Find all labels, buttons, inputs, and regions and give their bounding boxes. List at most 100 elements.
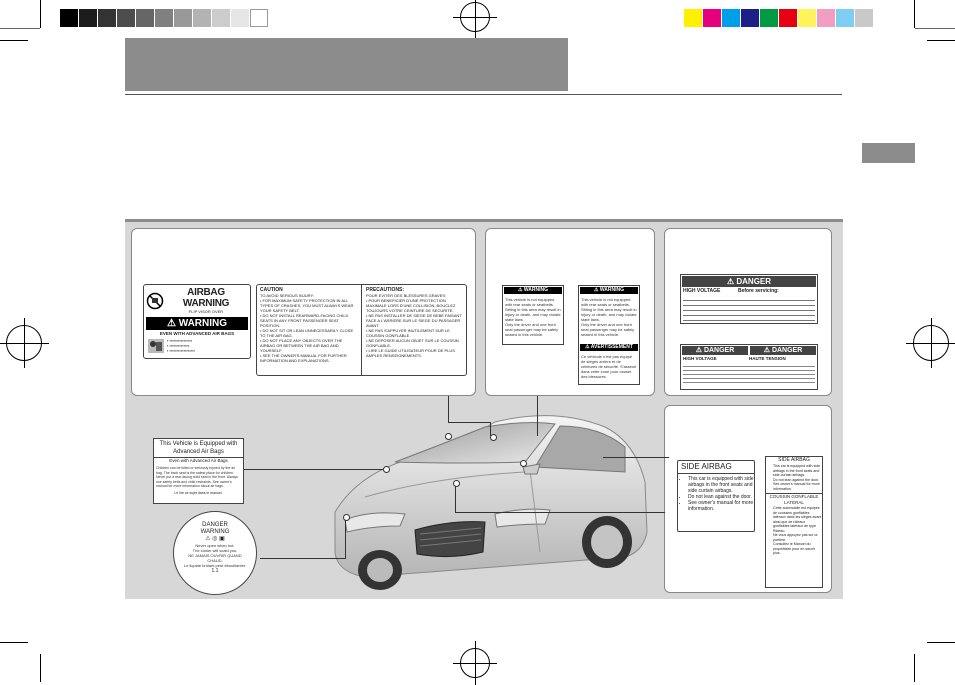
precaution-heading: PRECAUTIONS: xyxy=(366,287,405,293)
haute-tension-text: HAUTE TENSION xyxy=(749,356,786,361)
callout-line xyxy=(243,469,383,470)
color-swatch xyxy=(155,9,173,27)
callout-line xyxy=(260,558,346,559)
avertissement-body: Ce véhicule n'est pas équipé de sièges a… xyxy=(581,354,637,379)
no-child-seat-icon xyxy=(146,292,164,309)
color-swatch xyxy=(117,9,135,27)
crop-mark xyxy=(40,0,41,28)
side-airbag-item: See owner's manual for more information. xyxy=(688,500,754,512)
side-airbag-bilingual-label: SIDE AIRBAG This car is equipped with si… xyxy=(765,456,823,588)
label-location-marker xyxy=(445,433,452,440)
side-airbag-item: See owner's manual for more information. xyxy=(773,482,822,491)
registration-mark xyxy=(453,641,497,685)
radiator-cap-number: 1.1 xyxy=(211,568,219,574)
crop-mark xyxy=(927,642,955,643)
color-swatch xyxy=(684,9,702,27)
label-locations-illustration: AIRBAG WARNING FLIP VISOR OVER ⚠ WARNING… xyxy=(125,219,843,599)
label-location-marker xyxy=(520,460,527,467)
warning-header: ⚠ WARNING xyxy=(146,317,248,330)
label-location-marker xyxy=(343,514,350,521)
registration-mark xyxy=(906,318,955,368)
side-airbag-labels-panel: SIDE AIRBAG This car is equipped with si… xyxy=(664,405,832,593)
danger-word: DANGER xyxy=(736,277,772,286)
color-swatch xyxy=(60,9,78,27)
advanced-airbags-body: Children can be killed or seriously inju… xyxy=(156,466,238,488)
color-swatch xyxy=(779,9,797,27)
radiator-cap-label: DANGER WARNING ⚠ ◎ ▣ Never open when hot… xyxy=(173,511,257,595)
advanced-airbags-sub: Even with Advanced Air Bags xyxy=(169,458,228,463)
color-swatch xyxy=(79,9,97,27)
warning-word: WARNING xyxy=(200,529,230,535)
no-rear-seat-warning-label: ⚠ WARNING This vehicle is not equipped w… xyxy=(502,285,564,345)
color-swatch xyxy=(212,9,230,27)
side-airbag-item: This car is equipped with side airbags i… xyxy=(773,464,822,478)
color-swatch xyxy=(817,9,835,27)
side-airbag-title: SIDE AIRBAG xyxy=(678,461,754,474)
advanced-airbags-footer: Le lire ce sujet dans le manuel. xyxy=(174,490,223,495)
high-voltage-bilingual-label: ⚠ DANGER ⚠ DANGER HIGH VOLTAGE HAUTE TEN… xyxy=(680,344,818,390)
danger-word-fr: DANGER xyxy=(771,347,803,354)
callout-line xyxy=(448,396,449,422)
color-swatch xyxy=(798,9,816,27)
crop-mark xyxy=(914,654,915,682)
advanced-airbags-label: This Vehicle is Equipped with Advanced A… xyxy=(153,438,244,504)
callout-line xyxy=(490,422,491,436)
callout-line xyxy=(603,457,669,458)
side-airbag-label: SIDE AIRBAG This car is equipped with si… xyxy=(677,460,755,532)
callout-line xyxy=(455,484,456,512)
caution-label: CAUTION TO AVOID SERIOUS INJURY: • FOR M… xyxy=(256,284,467,376)
warning-body: This vehicle is not equipped with rear s… xyxy=(505,297,561,337)
precaution-body: POUR EVITER DES BLESSURES GRAVES: • POUR… xyxy=(366,293,462,358)
crop-mark xyxy=(0,642,28,643)
car-illustration xyxy=(334,415,648,590)
color-swatch xyxy=(250,9,268,27)
color-swatch xyxy=(703,9,721,27)
high-voltage-labels-panel: ⚠ DANGER HIGH VOLTAGE Before servicing: … xyxy=(664,228,832,396)
label-location-marker xyxy=(490,434,497,441)
callout-line xyxy=(455,512,665,513)
side-airbag-item: This car is equipped with side airbags i… xyxy=(688,476,754,494)
color-swatch xyxy=(136,9,154,27)
visor-labels-panel: AIRBAG WARNING FLIP VISOR OVER ⚠ WARNING… xyxy=(131,228,476,396)
warning-word: WARNING xyxy=(599,287,625,293)
high-voltage-text: HIGH VOLTAGE xyxy=(683,288,721,294)
warning-word: WARNING xyxy=(178,318,228,329)
color-swatch xyxy=(855,9,873,27)
label-location-marker xyxy=(453,480,460,487)
registration-mark xyxy=(453,0,497,39)
airbag-warning-label: AIRBAG WARNING FLIP VISOR OVER ⚠ WARNING… xyxy=(143,284,251,359)
callout-line xyxy=(448,422,490,423)
crop-mark xyxy=(0,28,40,29)
color-swatch xyxy=(98,9,116,27)
danger-word: DANGER xyxy=(202,522,228,528)
color-swatch xyxy=(174,9,192,27)
color-swatch xyxy=(193,9,211,27)
callout-line xyxy=(345,518,346,558)
crop-mark xyxy=(915,28,955,29)
airbag-warning-title: AIRBAG WARNING xyxy=(182,287,230,309)
advanced-airbags-title: This Vehicle is Equipped with Advanced A… xyxy=(154,439,243,458)
color-swatch xyxy=(836,9,854,27)
warning-word: WARNING xyxy=(523,287,549,293)
no-rear-seat-bilingual-label: ⚠ WARNING This vehicle is not equipped w… xyxy=(578,285,640,385)
caution-body: TO AVOID SERIOUS INJURY: • FOR MAXIMUM S… xyxy=(260,293,354,363)
side-airbag-title-fr: COUSSIN GONFLABLE LATERAL xyxy=(766,493,822,506)
registration-mark xyxy=(0,318,49,368)
chapter-tab xyxy=(862,143,915,163)
warning-body: This vehicle is not equipped with rear s… xyxy=(581,297,637,337)
even-advanced-text: EVEN WITH ADVANCED AIR BAGS xyxy=(159,331,235,336)
rear-seat-labels-panel: ⚠ WARNING This vehicle is not equipped w… xyxy=(485,228,655,396)
section-header-bar xyxy=(125,38,568,91)
seat-airbag-icon xyxy=(148,339,164,353)
callout-line xyxy=(537,396,538,436)
before-servicing-text: Before servicing: xyxy=(738,288,779,294)
color-swatch xyxy=(760,9,778,27)
side-airbag-item: Do not lean against the door. xyxy=(773,478,822,483)
caution-heading: CAUTION xyxy=(260,287,283,293)
radiator-cap-body: Never open when hot. The cooler will sca… xyxy=(183,543,247,568)
flip-visor-text: FLIP VISOR OVER xyxy=(188,309,224,314)
color-swatch xyxy=(722,9,740,27)
high-voltage-danger-label: ⚠ DANGER HIGH VOLTAGE Before servicing: xyxy=(680,274,818,324)
avertissement-word: AVERTISSEMENT xyxy=(590,344,633,350)
color-swatch xyxy=(741,9,759,27)
